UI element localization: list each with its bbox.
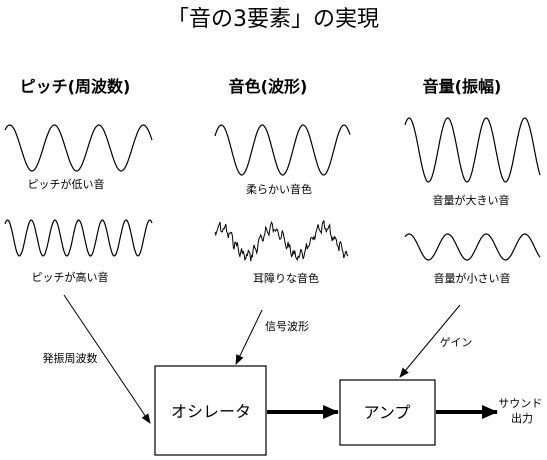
quiet-volume-waveform [404,233,541,261]
label-signal-waveform: 信号波形 [265,320,309,333]
heading-volume: 音量(振幅) [423,77,502,96]
timbre-arrow [235,309,263,365]
harsh-timbre-waveform [214,219,349,262]
pitch-arrow [63,294,151,424]
low-pitch-waveform [4,124,153,172]
heading-pitch: ピッチ(周波数) [20,77,131,96]
heading-timbre: 音色(波形) [229,77,308,96]
output-label-line-1: サウンド [498,397,542,410]
loud-volume-waveform [404,117,541,183]
diagram-title: 「音の3要素」の実現 [167,7,379,32]
caption-quiet-volume: 音量が小さい音 [434,271,511,285]
oscillator-label: オシレータ [171,402,251,421]
caption-high-pitch: ピッチが高い音 [32,270,109,284]
output-label-line-2: 出力 [511,411,533,425]
output-label: サウンド 出力 [498,397,546,425]
caption-soft-timbre: 柔らかい音色 [246,182,312,196]
label-oscillation-frequency: 発振周波数 [43,351,98,365]
soft-timbre-waveform [214,124,351,176]
caption-loud-volume: 音量が大きい音 [433,193,510,207]
amplifier-label: アンプ [364,403,411,422]
oscillator-box [154,365,267,456]
amplifier-box [339,379,436,446]
caption-low-pitch: ピッチが低い音 [28,177,105,191]
high-pitch-waveform [4,219,153,257]
label-gain: ゲイン [440,336,473,349]
caption-harsh-timbre: 耳障りな音色 [253,271,319,285]
volume-arrow [399,304,461,378]
